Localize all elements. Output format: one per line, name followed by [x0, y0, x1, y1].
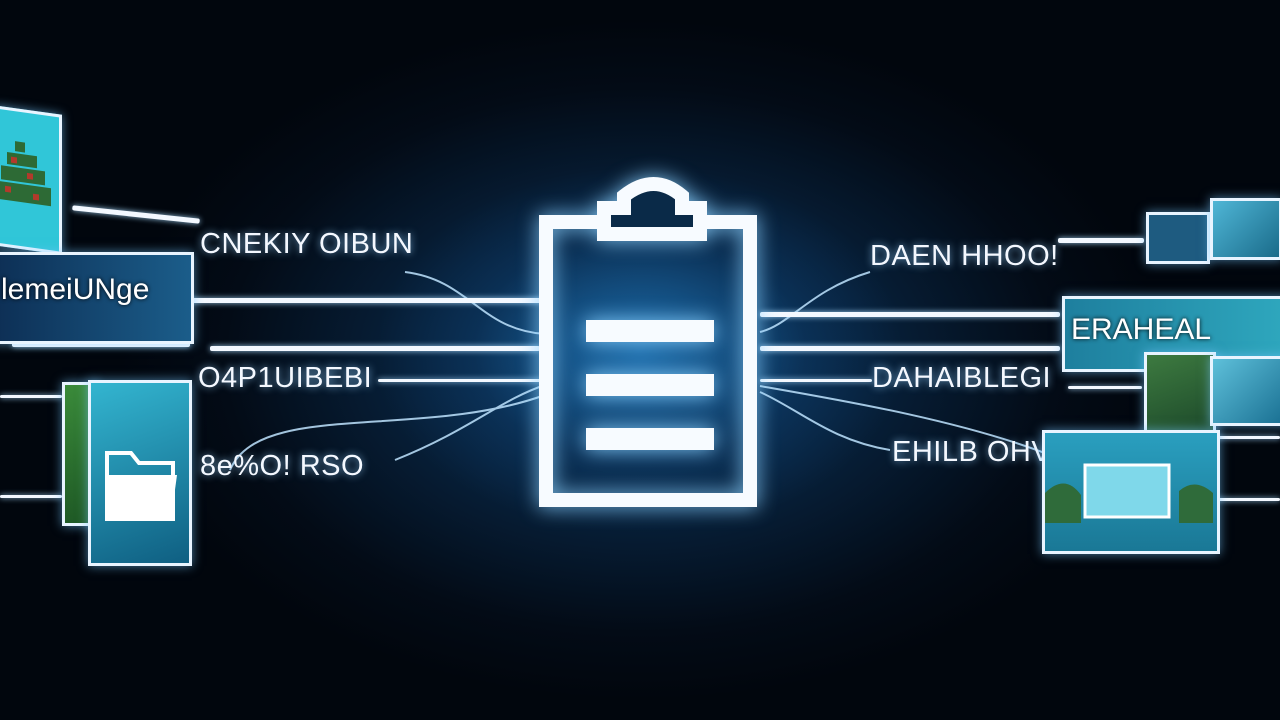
streak-left-4 [210, 346, 540, 351]
right-label-2: DAHAIBLEGI [872, 362, 1052, 394]
right-banner-title: ERAHEAL [1071, 313, 1212, 346]
left-label-3: 8e%O! RSO [200, 450, 365, 482]
curve-right-1 [759, 271, 871, 333]
landscape-image-icon [1045, 463, 1213, 523]
folder-icon [105, 451, 177, 521]
right-label-1: DAEN HHOO! [870, 240, 1059, 272]
curve-right-2 [759, 391, 891, 451]
pixel-pyramid-icon [0, 141, 51, 207]
streak-left-3 [12, 342, 190, 347]
curve-left-3 [394, 384, 546, 461]
clipboard-list-icon [539, 177, 757, 507]
right-top-thumbnail-2 [1210, 198, 1280, 260]
right-photo-window [1144, 352, 1216, 434]
left-banner-window: lemeiUNge [0, 252, 194, 344]
left-label-1: CNEKIY OIBUN [200, 228, 414, 260]
streak-right-2 [760, 312, 1060, 317]
left-banner-title: lemeiUNge [1, 273, 150, 306]
left-folder-window [88, 380, 192, 566]
streak-right-top [1058, 238, 1144, 243]
streak-right-4 [760, 379, 872, 382]
left-label-2: O4P1UIBEBI [198, 362, 373, 394]
streak-right-3 [760, 346, 1060, 351]
curve-right-3 [759, 385, 1051, 456]
right-wave-window [1210, 356, 1280, 426]
streak-left-2 [186, 298, 542, 303]
streak-left-7 [0, 495, 62, 498]
streak-right-6 [1214, 436, 1280, 439]
left-pyramid-thumbnail [0, 105, 62, 255]
right-top-thumbnail-1 [1146, 212, 1210, 264]
streak-left-5 [378, 379, 542, 382]
curve-left-1 [404, 271, 546, 335]
streak-left-6 [0, 395, 62, 398]
streak-right-5 [1068, 386, 1142, 389]
right-preview-window [1042, 430, 1220, 554]
streak-right-7 [1214, 498, 1280, 501]
